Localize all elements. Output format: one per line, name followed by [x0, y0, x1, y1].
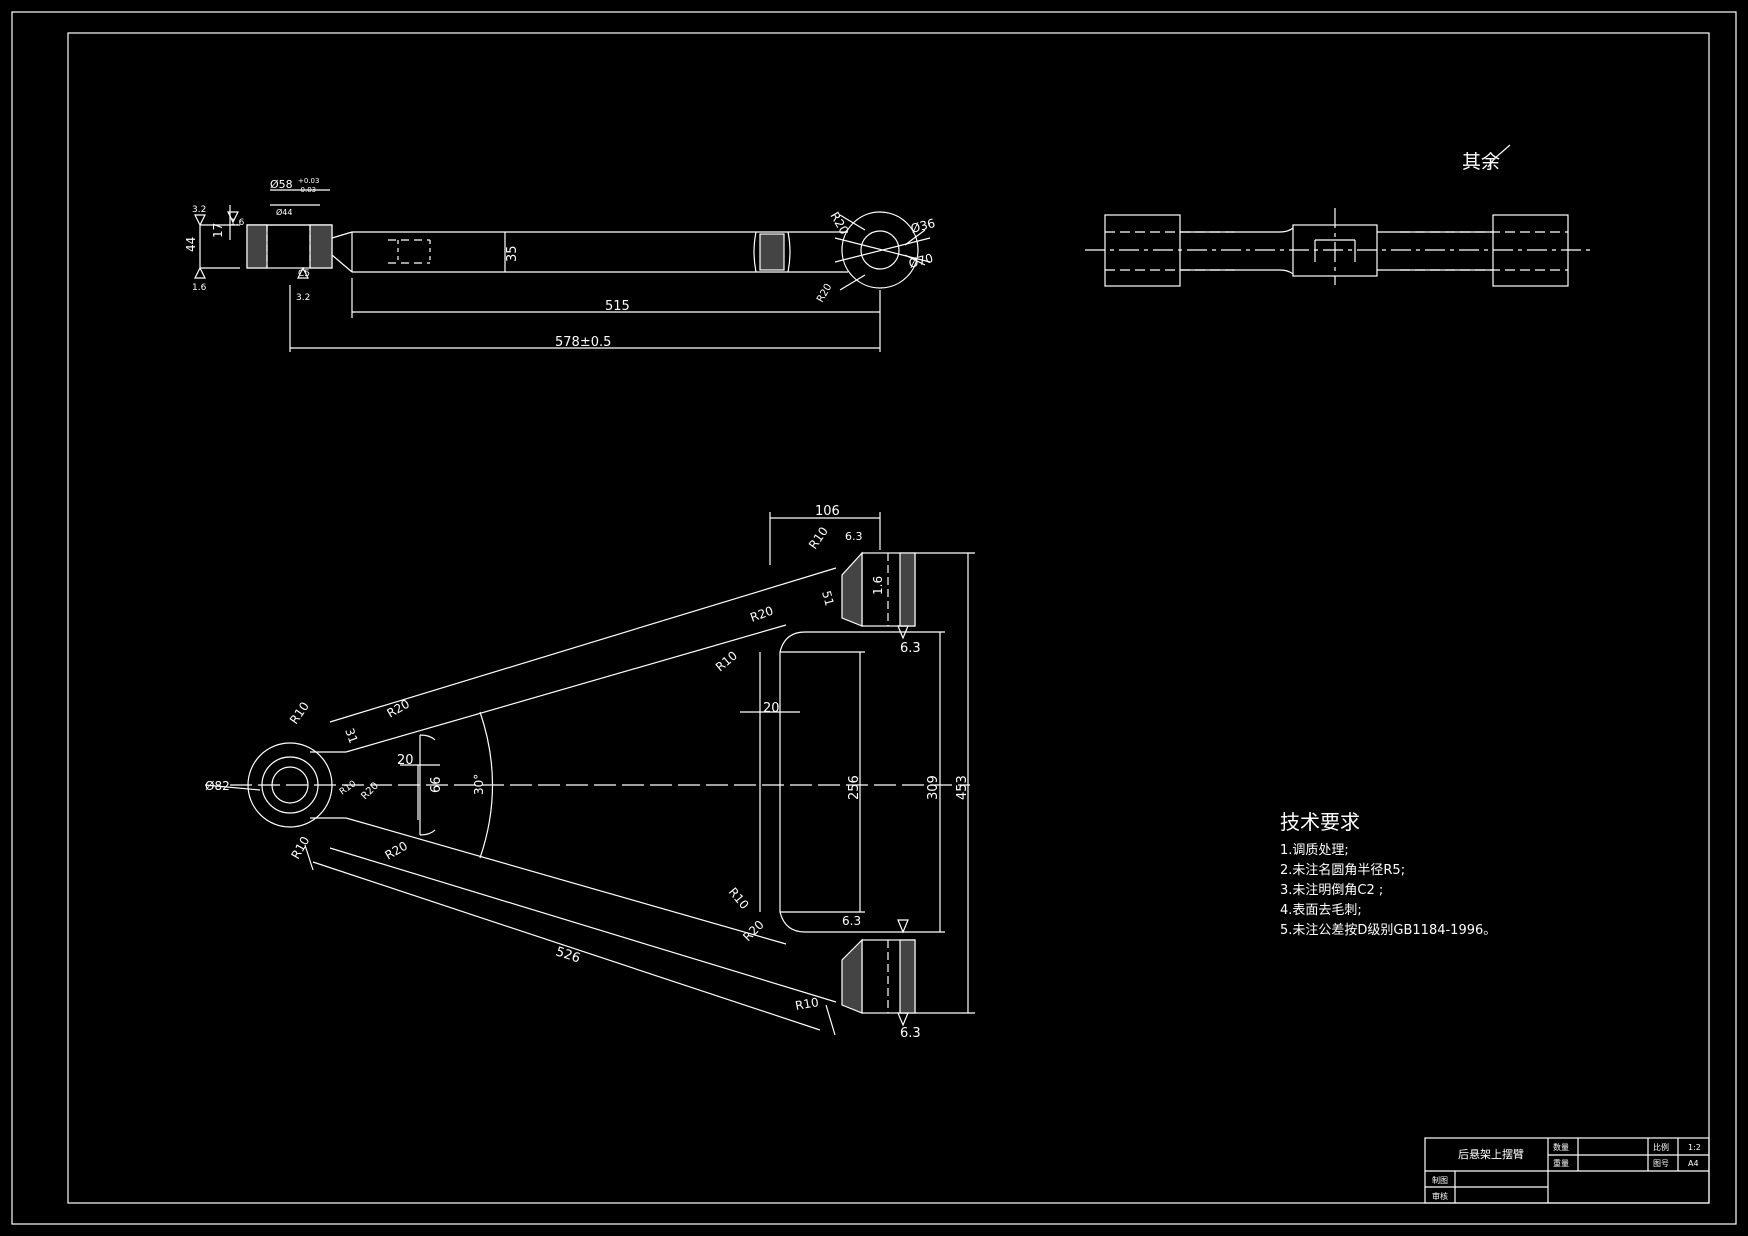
end-view — [1085, 208, 1590, 287]
dim-d58-tol-lower: -0.03 — [298, 186, 316, 194]
dim-d20-vertical: 20 — [763, 701, 780, 716]
title-block-labels: 后悬架上摆臂 数量 重量 比例 1:2 图号 A4 制图 审核 — [1432, 1142, 1701, 1201]
roughness-16-left: 1.6 — [230, 218, 245, 228]
title-part-name: 后悬架上摆臂 — [1458, 1147, 1524, 1161]
dim-d44: Ø44 — [276, 207, 292, 217]
title-scale-value: 1:2 — [1688, 1143, 1701, 1152]
dim-h44: 44 — [184, 237, 198, 252]
dim-r20-bottom: R20 — [815, 282, 834, 305]
outer-frame — [11, 11, 1737, 1225]
technical-requirements: 技术要求 1.调质处理; 2.未注名圆角半径R5; 3.未注明倒角C2 ; 4.… — [1280, 806, 1496, 941]
dim-d51: 51 — [819, 589, 836, 607]
title-block-frame — [1424, 1137, 1710, 1204]
dim-w106: 106 — [815, 504, 840, 519]
roughness-other-label: 其余 — [1462, 151, 1500, 173]
roughness-63-low: 6.3 — [842, 914, 861, 928]
tech-requirement-item: 1.调质处理; — [1280, 843, 1349, 858]
roughness-63-mid: 6.3 — [900, 641, 921, 656]
dim-d58: Ø58 — [270, 178, 293, 191]
dim-r20-top: R20 — [827, 210, 851, 237]
inner-frame — [67, 32, 1710, 1204]
dim-d35: 35 — [505, 245, 520, 262]
dim-r10-b: R10 — [713, 648, 740, 674]
title-sheet-value: A4 — [1688, 1159, 1699, 1168]
title-sheet-label: 图号 — [1653, 1159, 1669, 1168]
roughness-symbol — [1487, 144, 1511, 168]
dim-r20-b: R20 — [385, 697, 412, 721]
roughness-32-left: 3.2 — [192, 205, 206, 215]
dim-h17: 17 — [211, 223, 225, 238]
dim-d309: 309 — [926, 775, 941, 800]
dim-r10-a: R10 — [806, 524, 831, 551]
dim-r10-f: R10 — [726, 885, 752, 912]
dim-d256: 256 — [847, 775, 862, 800]
roughness-16-main: 1.6 — [871, 576, 885, 595]
dim-len578: 578±0.5 — [555, 335, 611, 350]
roughness-63-bottom: 6.3 — [900, 1026, 921, 1041]
title-quantity-label: 数量 — [1553, 1142, 1569, 1152]
tech-requirement-item: 5.未注公差按D级别GB1184-1996。 — [1280, 923, 1497, 938]
dim-angle30: 30° — [472, 774, 486, 795]
dim-r20-d: R20 — [383, 839, 410, 863]
dim-d526: 526 — [554, 945, 582, 967]
roughness-32-bottom: 3.2 — [296, 293, 310, 303]
roughness-63-top: 6.3 — [845, 530, 863, 543]
dim-d58-tol-upper: +0.03 — [298, 177, 319, 185]
top-view — [194, 189, 931, 352]
dim-d20-horizontal: 20 — [397, 753, 414, 768]
title-weight-label: 重量 — [1553, 1158, 1569, 1168]
dim-r10-d: R10 — [338, 779, 358, 798]
dim-d70: Ø70 — [907, 251, 934, 271]
main-view — [204, 512, 975, 1036]
tech-requirement-item: 3.未注明倒角C2 ; — [1280, 883, 1384, 898]
tech-requirement-item: 2.未注名圆角半径R5; — [1280, 863, 1406, 878]
dim-d36: Ø36 — [909, 216, 936, 236]
dim-len515: 515 — [605, 299, 630, 314]
dim-d453: 453 — [955, 775, 970, 800]
dim-r10-c: R10 — [287, 699, 312, 726]
title-designer-label: 制图 — [1432, 1175, 1448, 1185]
tech-requirement-item: 4.表面去毛刺; — [1280, 903, 1362, 918]
dim-d82: Ø82 — [205, 779, 230, 793]
dim-d66: 66 — [429, 776, 444, 793]
title-reviewer-label: 审核 — [1432, 1191, 1448, 1201]
tech-requirements-title: 技术要求 — [1280, 810, 1360, 834]
dim-r20-e: R20 — [740, 918, 767, 945]
dim-r20-a: R20 — [748, 604, 775, 625]
dim-d31: 31 — [342, 726, 360, 745]
top-view-labels: Ø58 +0.03 -0.03 Ø44 3.2 44 17 1.6 1.6 3.… — [184, 177, 937, 350]
dim-c5: C5 — [298, 269, 310, 279]
title-scale-label: 比例 — [1653, 1142, 1669, 1152]
dim-r20-c: R20 — [359, 780, 381, 802]
dim-r10-g: R10 — [794, 995, 820, 1013]
roughness-16-bottom: 1.6 — [192, 283, 207, 293]
